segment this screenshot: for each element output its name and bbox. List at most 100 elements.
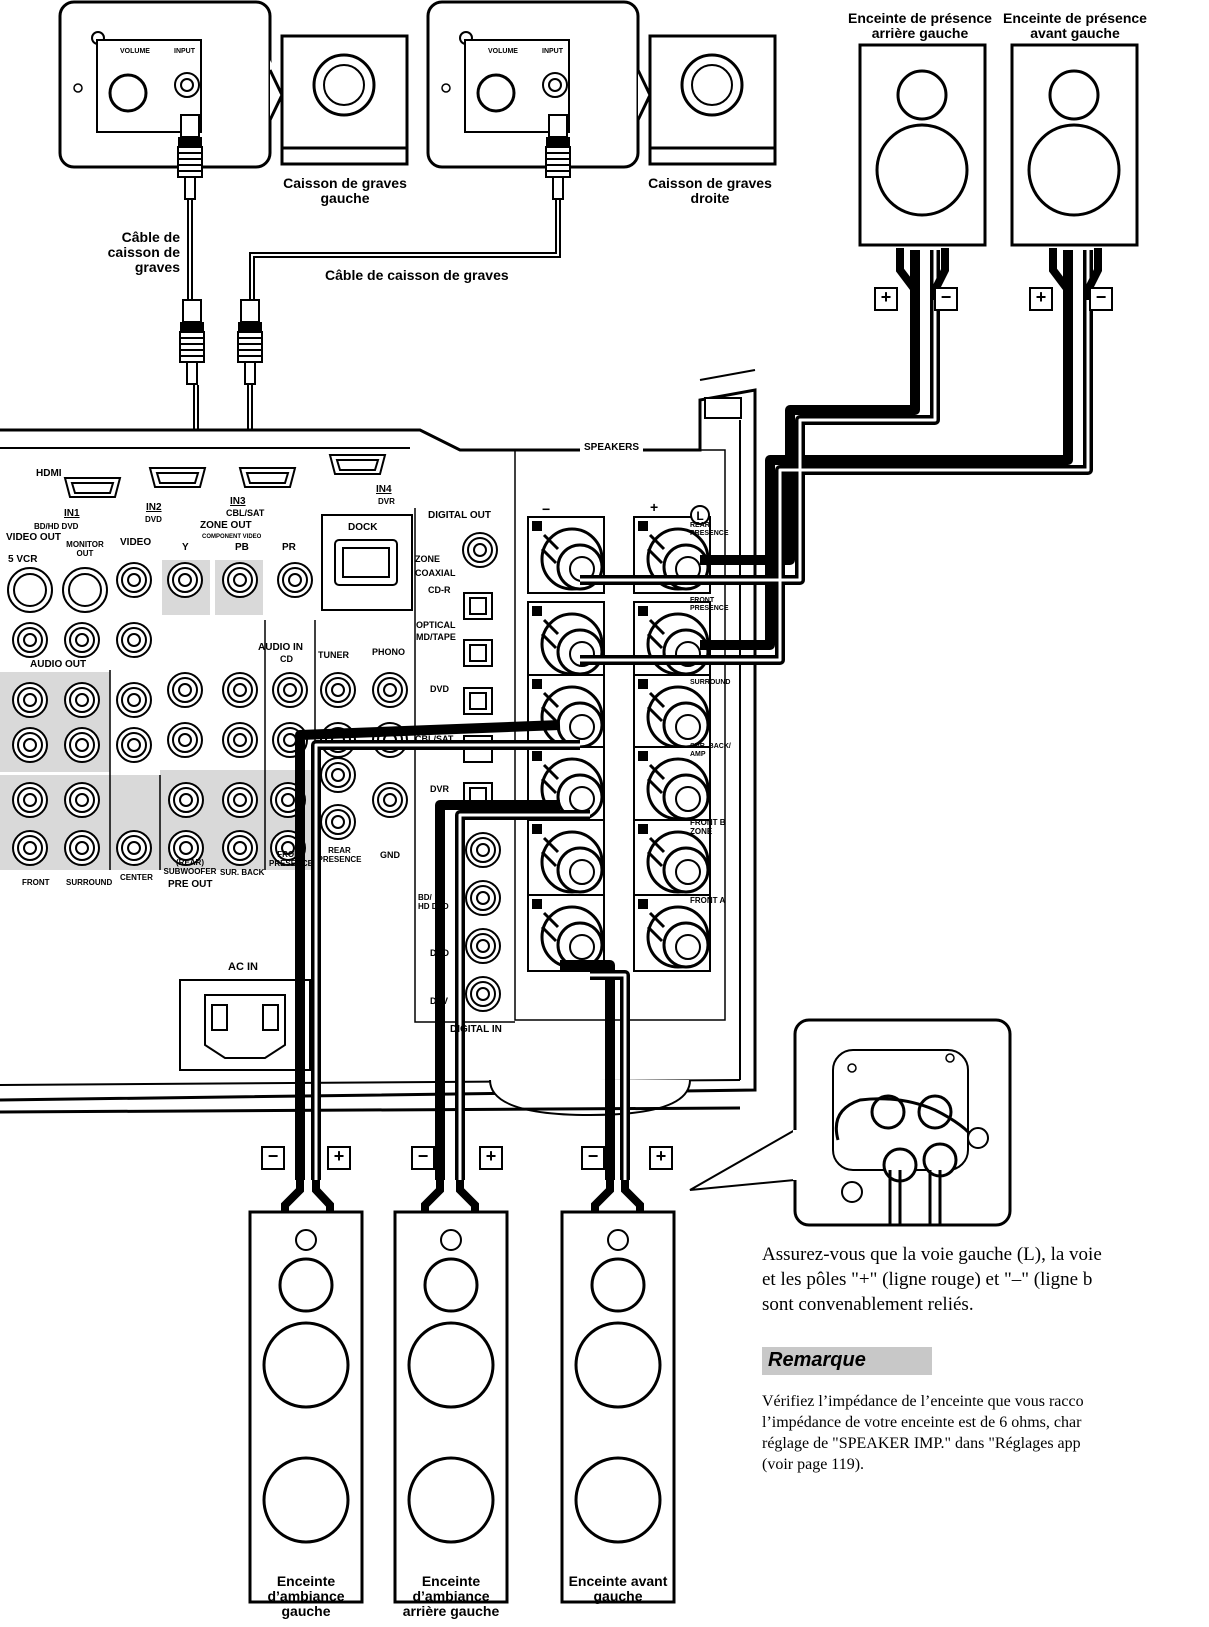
rx-in3: IN3 xyxy=(230,496,246,507)
rx-sp-front-a: FRONT A xyxy=(690,896,726,905)
remark-line-2: l’impédance de votre enceinte est de 6 o… xyxy=(762,1414,1082,1431)
rx-phono: PHONO xyxy=(372,647,406,657)
rx-ac-in: AC IN xyxy=(228,961,258,973)
remark-line-4: (voir page 119). xyxy=(762,1456,865,1473)
rx-sp-front-b: FRONT B ZONE xyxy=(690,818,726,836)
note-line-2: et les pôles "+" (ligne rouge) et "–" (l… xyxy=(762,1269,1093,1290)
rx-in3-sub: CBL/SAT xyxy=(226,508,265,518)
surround-left-speaker xyxy=(248,1210,364,1604)
rx-digital-in: DIGITAL IN xyxy=(450,1024,502,1035)
rx-dock: DOCK xyxy=(348,522,378,533)
label-subwoofer-cable-left: Câble de caisson de graves xyxy=(107,229,180,275)
rx-center: CENTER xyxy=(120,873,153,882)
rx-digital-out: DIGITAL OUT xyxy=(428,510,491,521)
remark-line-3: réglage de "SPEAKER IMP." dans "Réglages… xyxy=(762,1435,1081,1452)
rx-sp-rear-presence: REAR PRESENCE xyxy=(690,522,729,537)
plus-marker: + xyxy=(880,287,892,307)
rx-pr: PR xyxy=(282,542,296,553)
rx-component-video: COMPONENT VIDEO xyxy=(202,534,262,540)
binding-post-detail-callout xyxy=(689,1018,1012,1227)
rx-sp-minus: − xyxy=(542,501,551,517)
label-front-left: Enceinte avant gauche xyxy=(568,1573,668,1604)
label-presence-front-left: Enceinte de présence avant gauche xyxy=(1003,10,1147,41)
sub-panel-volume: VOLUME xyxy=(120,48,150,55)
rx-audio-out: AUDIO OUT xyxy=(30,659,87,670)
label-surround-left: Enceinte d’ambiance gauche xyxy=(267,1573,345,1619)
rx-optical: OPTICAL xyxy=(416,620,456,630)
rx-cd: CD xyxy=(280,654,293,664)
front-left-speaker xyxy=(560,1210,676,1604)
ac-inlet xyxy=(179,979,311,1071)
label-subwoofer-cable-right: Câble de caisson de graves xyxy=(325,267,509,283)
rx-sp-plus: + xyxy=(650,499,659,515)
subwoofer-left-icon xyxy=(280,34,409,166)
remark-line-1: Vérifiez l’impédance de l’enceinte que v… xyxy=(762,1393,1084,1410)
rx-cd-r: CD-R xyxy=(428,585,451,595)
plus-marker: + xyxy=(333,1146,345,1166)
rx-front: FRONT xyxy=(22,878,50,887)
label-subwoofer-right: Caisson de graves droite xyxy=(648,175,772,206)
rx-gnd: GND xyxy=(380,850,400,860)
rx-rear-subwoofer: (REAR) SUBWOOFER xyxy=(163,858,217,876)
rx-bd-hd-dvd: BD/ HD DVD xyxy=(418,893,449,911)
rx-vcr: 5 VCR xyxy=(8,554,38,565)
rx-in4-sub: DVR xyxy=(378,497,395,506)
rx-dvd-in: DVD xyxy=(430,948,450,958)
rx-in2-sub: DVD xyxy=(145,515,162,524)
subwoofer-right-panel xyxy=(426,0,640,169)
polarity-markers xyxy=(261,287,1113,1170)
remark-heading: Remarque xyxy=(762,1347,932,1375)
rx-monitor-out: MONITOR OUT xyxy=(66,540,104,558)
rx-cbl-sat: CBL/SAT xyxy=(415,734,454,744)
rx-md-tape: MD/TAPE xyxy=(416,632,456,642)
rx-hdmi: HDMI xyxy=(36,468,62,479)
rx-rear-presence: REAR PRESENCE xyxy=(317,846,362,864)
plus-marker: + xyxy=(1035,287,1047,307)
hdmi-ports xyxy=(63,454,387,498)
rx-pre-out: PRE OUT xyxy=(168,879,213,890)
subwoofer-left-panel xyxy=(58,0,278,169)
label-presence-rear-left: Enceinte de présence arrière gauche xyxy=(848,10,992,41)
note-line-1: Assurez-vous que la voie gauche (L), la … xyxy=(762,1244,1102,1265)
minus-marker: − xyxy=(587,1146,599,1166)
minus-marker: − xyxy=(940,287,952,307)
presence-rear-left-speaker xyxy=(858,43,987,247)
minus-marker: − xyxy=(417,1146,429,1166)
rx-sp-front-presence: FRONT PRESENCE xyxy=(690,597,729,612)
rx-y: Y xyxy=(182,542,189,553)
rx-tuner: TUNER xyxy=(318,650,349,660)
minus-marker: − xyxy=(1095,287,1107,307)
plus-marker: + xyxy=(655,1146,667,1166)
rx-sur-back: SUR. BACK xyxy=(220,868,265,877)
rx-coaxial: COAXIAL xyxy=(415,568,456,578)
rx-surround: SURROUND xyxy=(66,878,113,887)
note-line-3: sont convenablement reliés. xyxy=(762,1294,974,1315)
svg-text:L: L xyxy=(696,509,703,523)
rx-zone-out: ZONE OUT xyxy=(200,520,252,531)
rx-in1: IN1 xyxy=(64,508,80,519)
plus-marker: + xyxy=(485,1146,497,1166)
s-video-jacks xyxy=(7,567,108,613)
label-subwoofer-left: Caisson de graves gauche xyxy=(283,175,407,206)
rx-in2: IN2 xyxy=(146,502,162,513)
rx-dtv: DTV xyxy=(430,996,448,1006)
label-surround-back-left: Enceinte d’ambiance arrière gauche xyxy=(402,1573,500,1619)
presence-front-left-speaker xyxy=(1010,43,1139,247)
rx-in1-sub: BD/HD DVD xyxy=(34,522,79,531)
rx-audio-in: AUDIO IN xyxy=(258,642,303,653)
surround-back-left-speaker xyxy=(393,1210,509,1604)
sub-panel-input: INPUT xyxy=(174,48,195,55)
rx-pb: PB xyxy=(235,542,249,553)
minus-marker: − xyxy=(267,1146,279,1166)
dock-connector xyxy=(321,514,413,611)
rx-dvd: DVD xyxy=(430,684,450,694)
rx-video-out: VIDEO OUT xyxy=(6,532,62,543)
rx-dvr: DVR xyxy=(430,784,450,794)
rx-video: VIDEO xyxy=(120,537,152,548)
rx-zone: ZONE xyxy=(415,554,441,564)
sub-panel-volume: VOLUME xyxy=(488,48,518,55)
rx-in4: IN4 xyxy=(376,484,392,495)
rx-sp-sur-back: SUR. BACK/ AMP xyxy=(690,743,731,758)
sub-panel-input: INPUT xyxy=(542,48,563,55)
